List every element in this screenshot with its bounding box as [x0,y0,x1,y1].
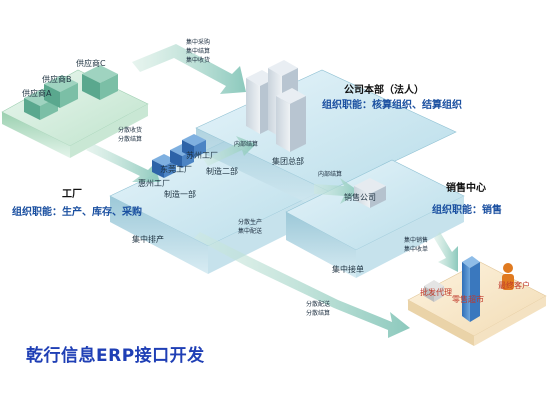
flow-label-internal-settle-2: 内部结算 [318,171,343,178]
flow-label-scattered-deliver: 分散配送 [306,301,331,308]
supplier-c-label: 供应商C [76,59,106,68]
plant-dongguan: 东莞工厂 [160,165,192,174]
customer-agent-label: 批发代理 [420,288,452,297]
flow-label-central-settle: 集中结算 [186,48,211,55]
flow-label-scattered-receive: 分散收货 [118,127,143,134]
customer-end-label: 最终客户 [498,281,530,290]
plant-suzhou: 苏州工厂 [186,151,218,160]
flow-label-central-receive: 集中收货 [186,57,211,64]
flow-label-scattered-produce: 分散生产 [238,219,263,226]
flow-label-central-sales: 集中销售 [404,237,429,244]
flow-label-scattered-settle-2: 分散结算 [306,310,331,317]
factory-platform-label: 集中排产 [132,235,164,244]
dept-manufacturing-one: 制造一部 [164,190,196,199]
factory-buildings [152,134,206,178]
sales-company-label: 销售公司 [344,193,376,202]
hq-buildings [246,60,306,152]
factory-role: 组织职能：生产、库存、采购 [12,207,142,218]
dept-manufacturing-two: 制造二部 [206,167,238,176]
flow-label-central-collect: 集中收单 [404,246,429,253]
hq-building-label: 集团总部 [272,157,304,166]
supplier-buildings [24,65,118,120]
factory-title: 工厂 [62,189,82,200]
flow-label-central-deliver: 集中配送 [238,228,263,235]
flow-label-internal-settle-1: 内部结算 [234,141,259,148]
supplier-a-label: 供应商A [22,89,52,98]
plant-huizhou: 惠州工厂 [138,179,170,188]
diagram-caption: 乾行信息ERP接口开发 [26,346,205,366]
customer-store-label: 零售超市 [452,295,484,304]
sales-building [354,178,386,208]
supplier-b-label: 供应商B [42,75,72,84]
flow-label-scattered-settle: 分散结算 [118,136,143,143]
hq-title: 公司本部（法人） [344,85,424,96]
sales-role: 组织职能：销售 [432,205,502,216]
sales-title: 销售中心 [446,183,486,194]
flow-arrows [86,44,458,338]
customer-icons [424,256,514,322]
flow-label-central-purchase: 集中采购 [186,39,211,46]
hq-role: 组织职能：核算组织、结算组织 [322,100,462,111]
order-platform-label: 集中接单 [332,265,364,274]
